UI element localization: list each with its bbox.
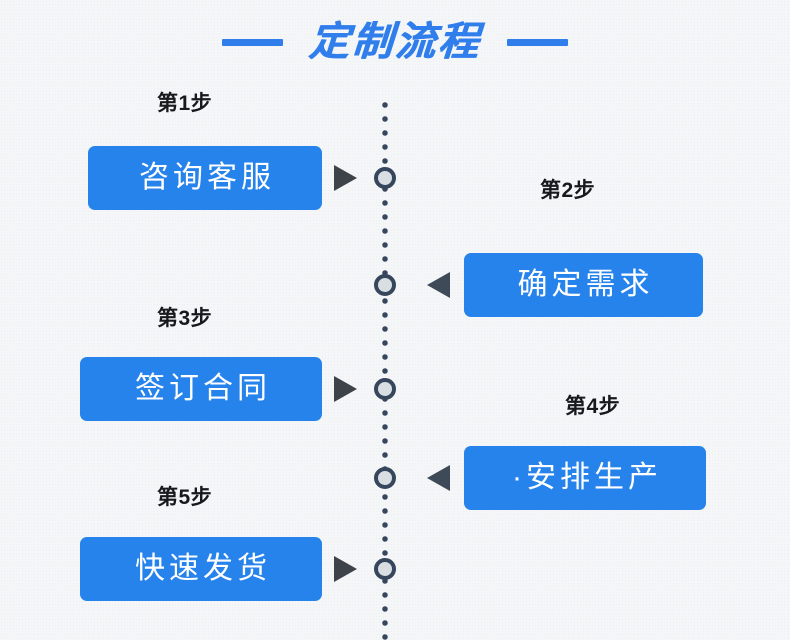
timeline-node-5[interactable]: [374, 558, 396, 580]
timeline-node-2[interactable]: [374, 274, 396, 296]
step-box-label-5: 快速发货: [135, 552, 271, 585]
step-box-2[interactable]: 确定需求: [464, 253, 703, 317]
step-box-label-3: 签订合同: [135, 372, 271, 405]
page-header: 定制流程: [0, 12, 790, 72]
step-box-label-1: 咨询客服: [139, 161, 275, 194]
timeline-dotted-spine: [382, 98, 388, 640]
arrow-right-icon: [334, 376, 357, 402]
step-label-5: 第5步: [157, 486, 213, 509]
step-label-3: 第3步: [157, 307, 213, 330]
step-box-1[interactable]: 咨询客服: [88, 146, 322, 210]
step-label-2: 第2步: [540, 179, 596, 202]
timeline-node-3[interactable]: [374, 378, 396, 400]
step-box-3[interactable]: 签订合同: [80, 357, 322, 421]
arrow-left-icon: [427, 272, 450, 298]
arrow-left-icon: [427, 465, 450, 491]
step-label-1: 第1步: [157, 92, 213, 115]
title-dash-left: [222, 38, 283, 46]
step-box-5[interactable]: 快速发货: [80, 537, 322, 601]
step-box-label-4: ·安排生产: [512, 461, 662, 494]
timeline-node-4[interactable]: [374, 467, 396, 489]
timeline-node-1[interactable]: [374, 167, 396, 189]
arrow-right-icon: [334, 556, 357, 582]
step-box-label-2: 确定需求: [517, 268, 654, 301]
page-title: 定制流程: [307, 19, 483, 65]
step-label-4: 第4步: [565, 395, 621, 418]
title-dash-right: [507, 38, 568, 46]
arrow-right-icon: [334, 165, 357, 191]
step-box-4[interactable]: ·安排生产: [464, 446, 706, 510]
